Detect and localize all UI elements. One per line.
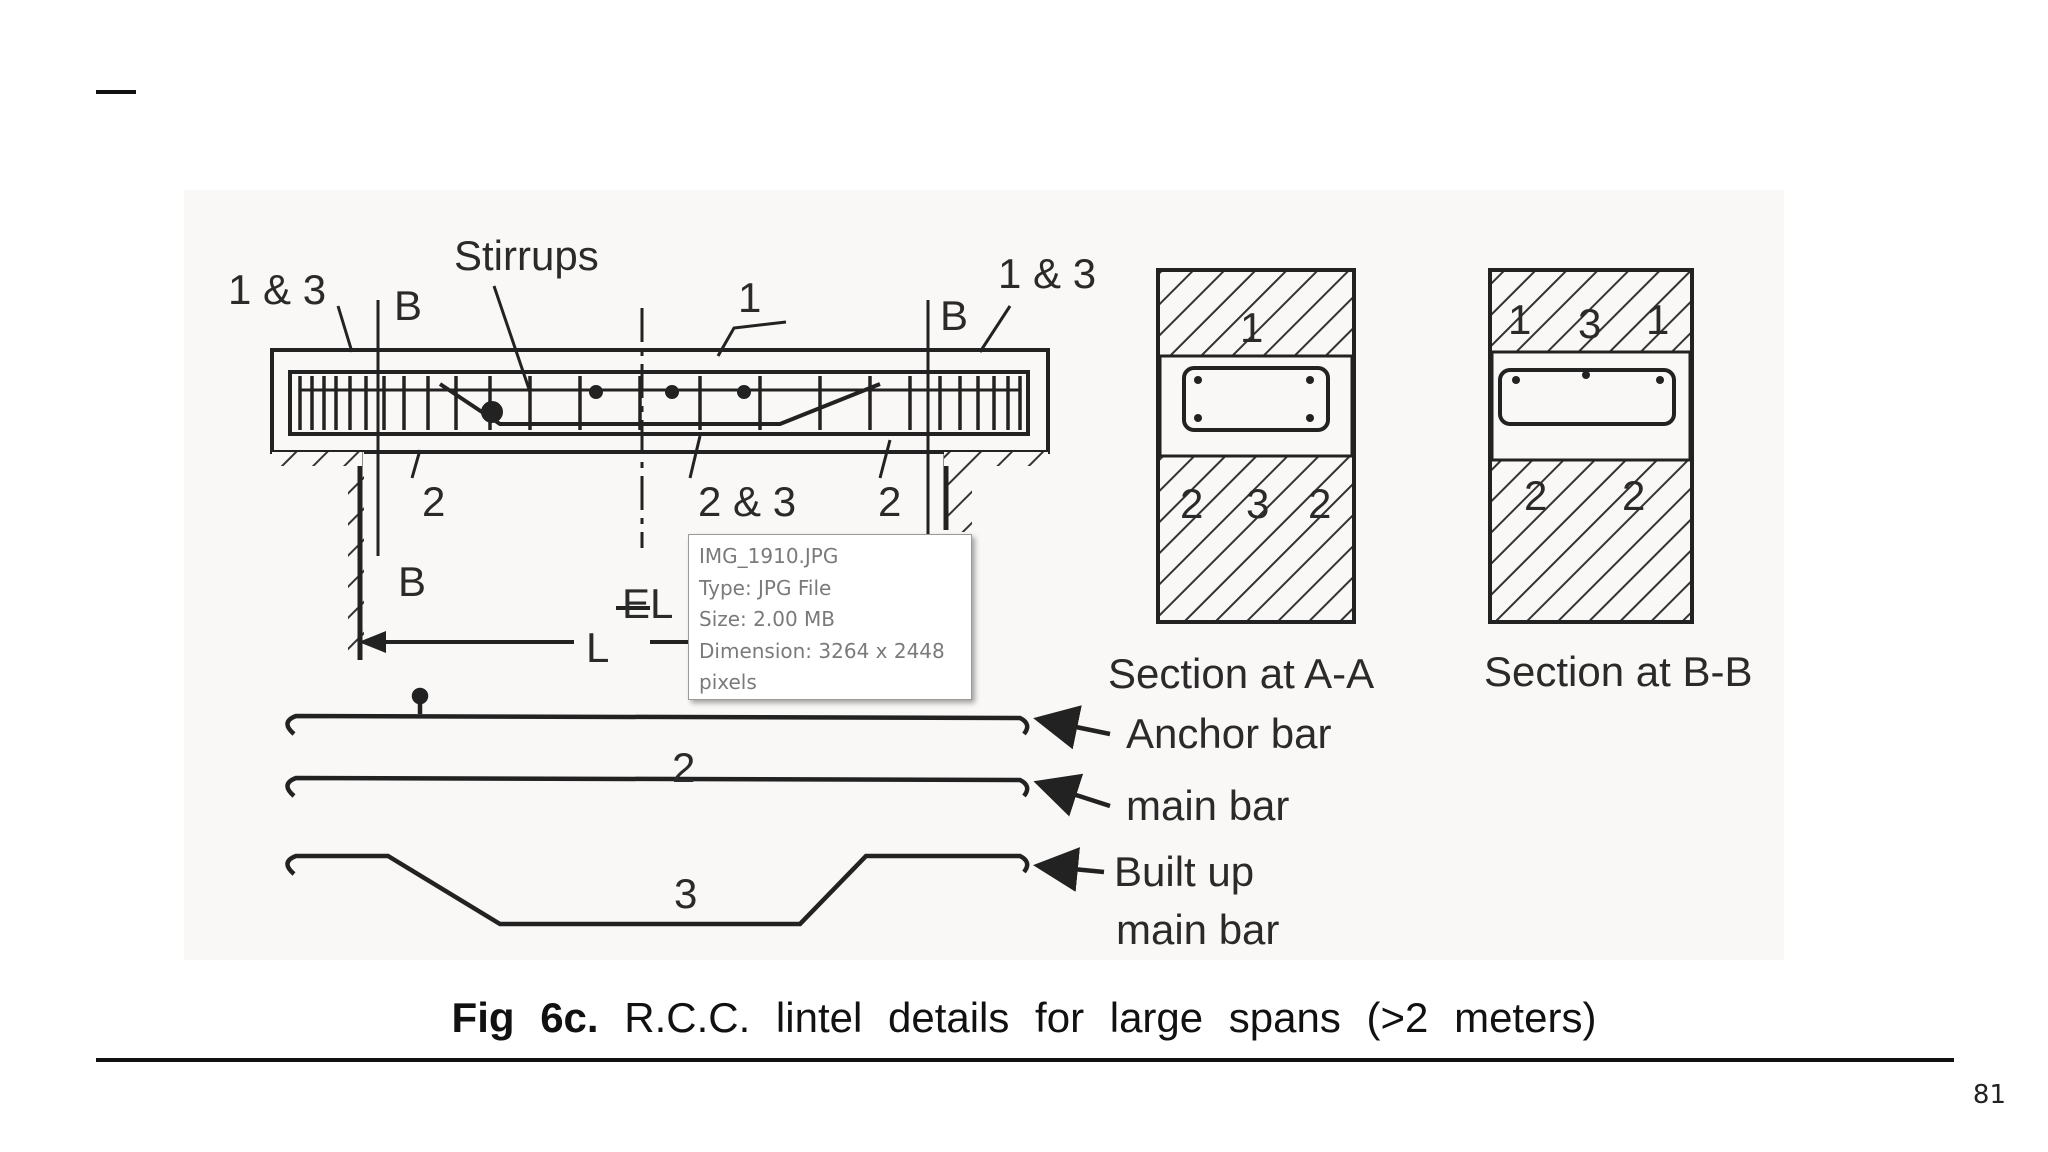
tooltip-dimension: Dimension: 3264 x 2448 xyxy=(699,638,945,663)
page-number: 81 xyxy=(1972,1080,2006,1110)
bar-two-left-label: 2 xyxy=(422,478,445,525)
figure-caption-text: R.C.C. lintel details for large spans (>… xyxy=(624,994,1597,1041)
anchor-bar-label: Anchor bar xyxy=(1126,710,1331,757)
section-bb xyxy=(1488,268,1694,624)
stirrups-label: Stirrups xyxy=(454,232,599,279)
figure-caption: Fig 6c. R.C.C. lintel details for large … xyxy=(0,994,2048,1042)
section-bb-bottom-bar-2: 2 xyxy=(1622,472,1645,519)
bar-two-right-label: 2 xyxy=(878,478,901,525)
bent-bar xyxy=(300,382,1020,426)
bar-details xyxy=(285,687,1111,927)
section-aa-bottom-bar-1: 2 xyxy=(1180,480,1203,527)
reference-lines xyxy=(376,300,930,556)
b-top-right-label: B xyxy=(940,292,968,339)
section-bb-title: Section at B-B xyxy=(1484,648,1752,695)
figure-caption-label: Fig 6c. xyxy=(451,994,599,1041)
bar-two-number: 2 xyxy=(672,744,695,791)
tooltip-type: Type: JPG File xyxy=(699,575,832,600)
file-info-tooltip: IMG_1910.JPG Type: JPG File Size: 2.00 M… xyxy=(688,534,972,700)
b-bottom-label: B xyxy=(398,558,426,605)
section-bb-top-bar-2: 3 xyxy=(1578,300,1601,347)
section-bb-top-bar-1: 1 xyxy=(1508,296,1531,343)
section-aa-bottom-bar-2: 3 xyxy=(1246,480,1269,527)
title-dash xyxy=(96,90,136,94)
tooltip-dimension-unit: pixels xyxy=(699,670,757,694)
section-aa xyxy=(1156,268,1356,624)
tooltip-size: Size: 2.00 MB xyxy=(699,607,836,631)
one-three-right-label: 1 & 3 xyxy=(998,250,1096,297)
leader-lines xyxy=(336,285,1012,479)
section-aa-bottom-bar-3: 2 xyxy=(1308,480,1331,527)
span-l-label: L xyxy=(586,624,609,671)
section-bb-bottom-bar-1: 2 xyxy=(1524,472,1547,519)
el-label: EL xyxy=(622,580,673,627)
bar-three-number: 3 xyxy=(674,870,697,917)
section-bb-top-bar-3: 1 xyxy=(1646,296,1669,343)
tooltip-filename: IMG_1910.JPG xyxy=(699,544,839,568)
main-bar-label: main bar xyxy=(1126,782,1289,829)
lintel-elevation xyxy=(270,348,1050,662)
stirrups xyxy=(298,376,1022,430)
bottom-rule xyxy=(96,1058,1954,1062)
section-aa-top-bar: 1 xyxy=(1240,304,1263,351)
bar-two-three-label: 2 & 3 xyxy=(698,478,796,525)
built-up-label-line1: Built up xyxy=(1114,848,1254,895)
built-up-label-line2: main bar xyxy=(1116,906,1279,953)
section-aa-title: Section at A-A xyxy=(1108,650,1374,697)
b-top-left-label: B xyxy=(394,282,422,329)
one-three-left-label: 1 & 3 xyxy=(228,266,326,313)
bar-one-label: 1 xyxy=(738,274,761,321)
